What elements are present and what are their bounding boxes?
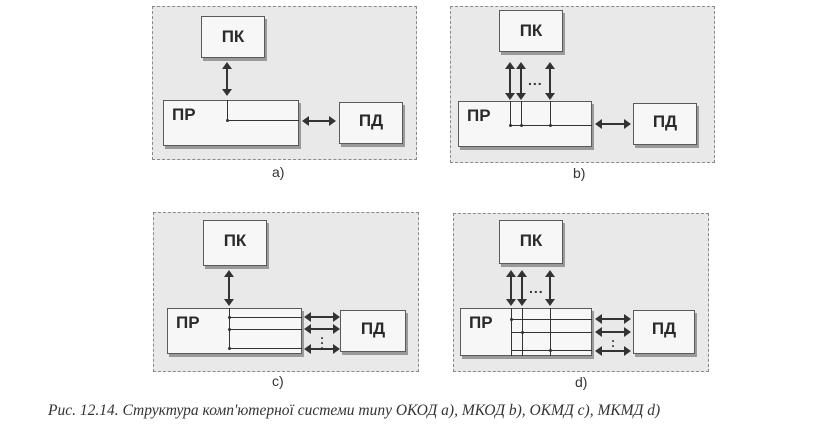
pr-internal-link-d — [511, 319, 592, 320]
vertical-ellipsis-dots: ... — [320, 328, 324, 352]
pd-box-a: ПД — [339, 102, 403, 144]
pr-box-a: ПР — [163, 100, 299, 146]
pr-internal-link-a — [227, 100, 228, 120]
bus-arrow-pk-pr-b — [545, 62, 555, 100]
pk-label: ПК — [221, 27, 245, 46]
bus-arrow-pk-pr-d — [545, 270, 555, 306]
pd-box-c: ПД — [340, 310, 406, 352]
pd-box-b: ПД — [633, 103, 697, 145]
vertical-ellipsis-dots: ... — [611, 331, 615, 355]
pr-label: ПР — [467, 106, 491, 125]
bus-arrow-pr-pd-d — [595, 314, 631, 324]
sublabel-b: b) — [573, 165, 586, 181]
bus-arrow-pr-pd-c — [304, 344, 340, 354]
pk-label: ПК — [519, 231, 543, 250]
pr-internal-link-b — [550, 101, 551, 125]
junction-dot — [509, 124, 512, 127]
pk-box-a: ПК — [201, 16, 265, 58]
bus-arrow-pr-pd-d — [595, 327, 631, 337]
pk-box-b: ПК — [499, 10, 563, 52]
junction-dot — [228, 347, 231, 350]
bus-arrow-pk-pr-b — [516, 62, 526, 100]
junction-dot — [520, 124, 523, 127]
junction-dot — [228, 316, 231, 319]
pr-box-b: ПР — [458, 101, 592, 147]
ellipsis-dots: ... — [528, 72, 543, 88]
bus-arrow-pk-pr-a — [222, 62, 232, 96]
pr-internal-link-b — [521, 101, 522, 125]
pr-internal-link-b — [510, 101, 511, 125]
junction-dot — [521, 331, 524, 334]
junction-dot — [549, 349, 552, 352]
pr-internal-link-c — [229, 317, 302, 318]
pr-internal-link-d — [511, 332, 592, 333]
junction-dot — [510, 318, 513, 321]
sublabel-c: c) — [272, 373, 284, 389]
pd-box-d: ПД — [633, 310, 695, 354]
pk-label: ПК — [223, 231, 247, 250]
pr-internal-link-a — [227, 120, 299, 121]
pd-label: ПД — [360, 319, 386, 338]
bus-arrow-pk-pr-b — [505, 62, 515, 100]
bus-arrow-pr-pd-d — [595, 346, 631, 356]
bus-arrow-pk-pr-c — [224, 270, 234, 306]
bus-arrow-pk-pr-d — [506, 270, 516, 306]
pr-label: ПР — [469, 313, 493, 332]
bus-arrow-pk-pr-d — [517, 270, 527, 306]
pd-label: ПД — [651, 319, 677, 338]
pr-label: ПР — [172, 105, 196, 124]
pr-label: ПР — [176, 313, 200, 332]
pk-box-d: ПК — [499, 220, 563, 264]
junction-dot — [226, 119, 229, 122]
pk-box-c: ПК — [203, 220, 267, 266]
pr-internal-link-c — [229, 329, 302, 330]
pr-box-c: ПР — [167, 308, 302, 354]
bus-arrow-pr-pd-b — [595, 119, 631, 129]
junction-dot — [228, 328, 231, 331]
sublabel-a: a) — [272, 164, 285, 180]
sublabel-d: d) — [575, 374, 588, 390]
bus-arrow-pr-pd-c — [304, 312, 340, 322]
pr-internal-link-c — [229, 348, 302, 349]
bus-arrow-pr-pd-c — [304, 324, 340, 334]
pd-label: ПД — [652, 112, 678, 131]
bus-arrow-pr-pd-a — [302, 116, 336, 126]
ellipsis-dots: ... — [529, 280, 544, 296]
pk-label: ПК — [519, 21, 543, 40]
junction-dot — [549, 124, 552, 127]
figure-caption: Рис. 12.14. Структура комп'ютерної систе… — [48, 402, 661, 419]
pd-label: ПД — [358, 111, 384, 130]
